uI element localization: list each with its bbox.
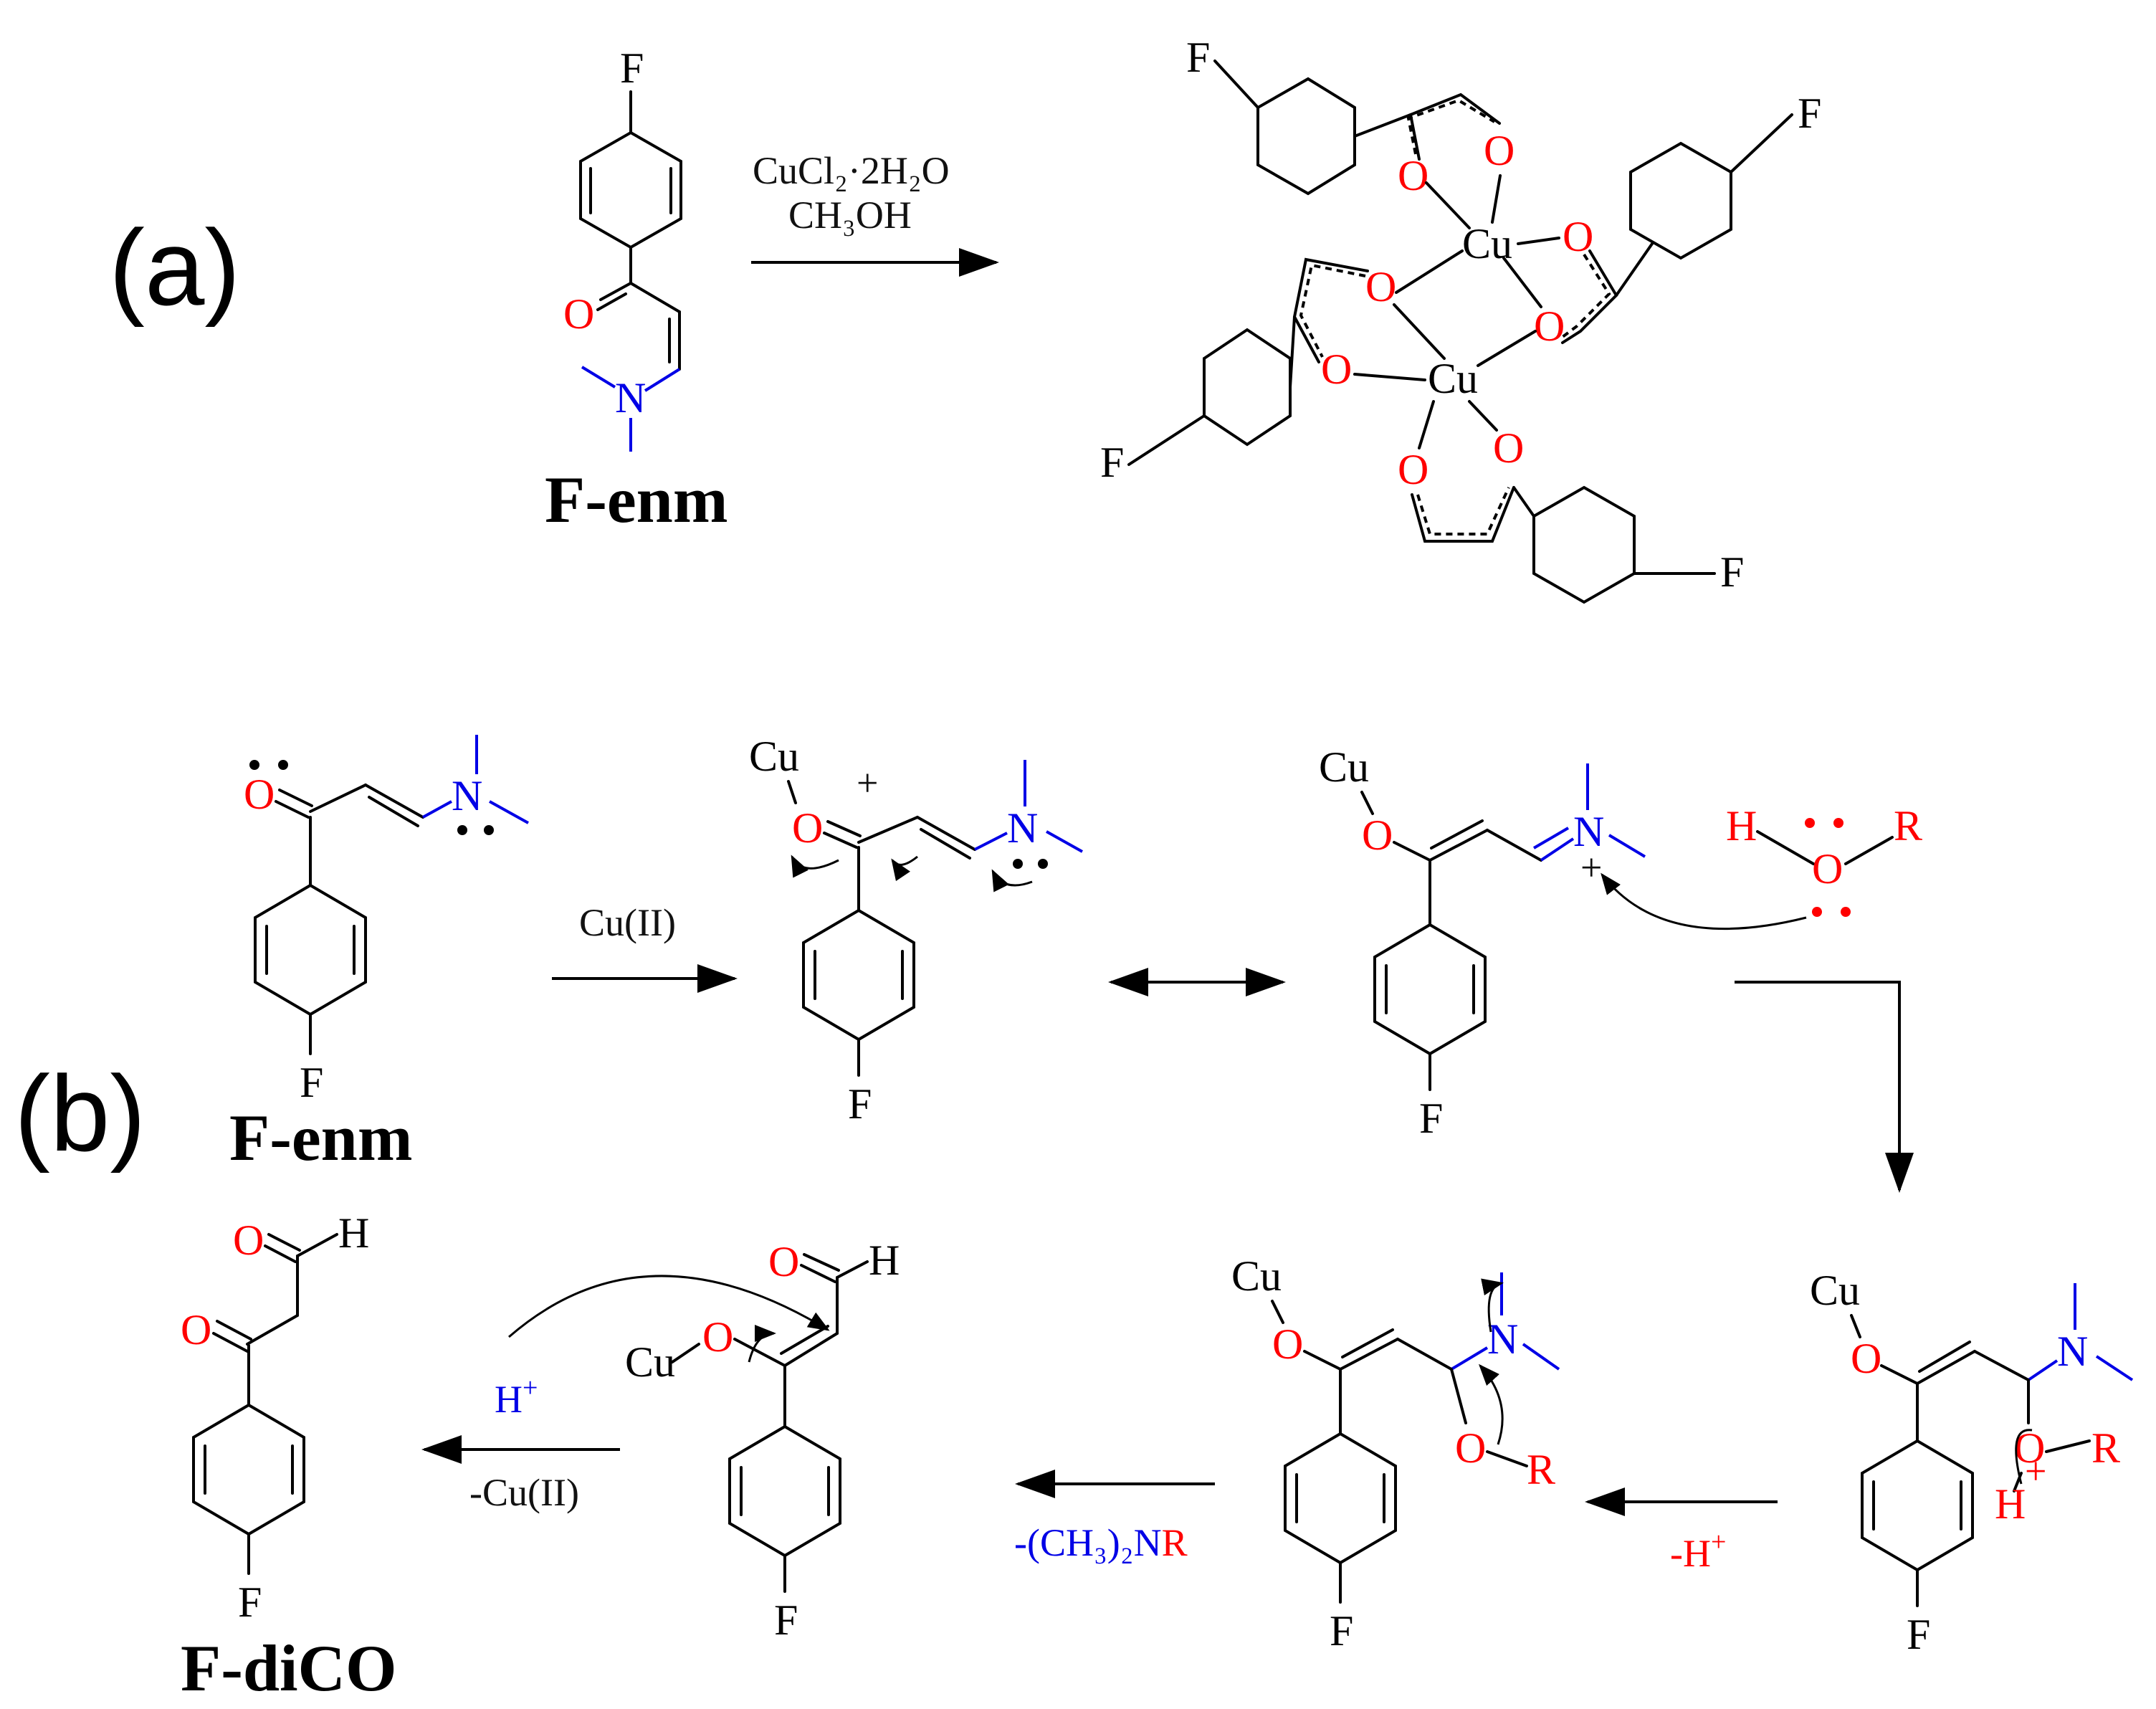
r-group: R [1894, 802, 1922, 849]
fluorine-atom: F [1186, 34, 1210, 81]
oxygen: O [1493, 424, 1524, 472]
oxonium-intermediate: Cu O N O R + H F [1810, 1267, 2134, 1658]
oxygen: O [2014, 1424, 2045, 1472]
oxygen: O [1851, 1335, 1881, 1382]
oxygen: O [1321, 346, 1352, 393]
step-cu-loss: -Cu(II) [469, 1471, 579, 1514]
positive-charge: + [2025, 1449, 2046, 1493]
reaction-arrow-down [1735, 981, 1914, 1193]
oxygen: O [1272, 1320, 1303, 1368]
nitrogen: N [1007, 804, 1038, 852]
positive-charge: + [857, 761, 878, 804]
iminium-intermediate: Cu O N + F [1319, 743, 1646, 1142]
fluorine-atom: F [238, 1579, 262, 1626]
oxygen: O [1455, 1424, 1486, 1472]
oxygen: O [792, 804, 823, 852]
cu-enolate-aldehyde: O H Cu O F [508, 1237, 900, 1644]
step-minus-h: -H+ [1670, 1527, 1726, 1575]
carbonyl-oxygen: O [563, 290, 594, 338]
fluorine-atom: F [620, 44, 644, 92]
oxygen: O [1398, 446, 1428, 493]
fluorine-atom: F [848, 1080, 872, 1128]
copper-atom-2: Cu [1428, 355, 1478, 402]
aldehyde-oxygen: O [233, 1217, 264, 1264]
copper-atom: Cu [625, 1338, 675, 1386]
f-enm-structure-a: F O N [563, 44, 682, 452]
reagent-cu-ii: Cu(II) [579, 901, 676, 944]
reagent-ch3oh: CH₃OH [788, 194, 912, 237]
f-enm-label-a: F-enm [545, 463, 728, 536]
f-dico-structure: O H O F [181, 1209, 369, 1626]
f-dico-label: F-diCO [181, 1632, 397, 1705]
fluorine-atom: F [774, 1596, 798, 1644]
alcohol-nucleophile: H O R [1601, 802, 1922, 930]
f-enm-label-b: F-enm [229, 1101, 412, 1174]
copper-atom: Cu [1319, 743, 1369, 791]
hydrogen: H [1995, 1480, 2026, 1528]
step-amine-loss: -(CH₃)₂NR [1014, 1521, 1188, 1564]
fluorine-atom: F [1720, 548, 1744, 596]
reagent-cucl2: CuCl₂·2H₂O [753, 149, 950, 192]
oxygen: O [1484, 127, 1515, 174]
hydrogen: H [1726, 802, 1757, 849]
nitrogen: N [2057, 1328, 2088, 1375]
f-enm-structure-b: O N F [244, 735, 529, 1106]
fluorine-atom: F [1330, 1607, 1353, 1655]
nitrogen: N [1573, 808, 1604, 855]
cu-coordinated-intermediate: Cu + O N F [749, 733, 1083, 1128]
carbonyl-oxygen: O [244, 771, 275, 818]
step-protonation: H+ [495, 1373, 538, 1421]
amine-nitrogen: N [452, 772, 482, 819]
panel-a-label: (a) [109, 207, 240, 328]
fluorine-atom: F [1798, 90, 1821, 137]
hemiaminal-ether-intermediate: Cu O N O R F [1231, 1252, 1560, 1655]
oxygen: O [1563, 213, 1593, 260]
amine-nitrogen: N [615, 374, 646, 422]
hydrogen: H [869, 1237, 900, 1284]
copper-atom: Cu [1810, 1267, 1860, 1314]
panel-b-label: (b) [14, 1053, 146, 1174]
r-group: R [2091, 1424, 2120, 1472]
aldehyde-oxygen: O [768, 1238, 799, 1285]
oxygen: O [1365, 263, 1396, 310]
fluorine-atom: F [300, 1059, 323, 1106]
fluorine-atom: F [1907, 1611, 1930, 1658]
copper-dimer-complex: Cu Cu O O O O O O O O F F [1100, 34, 1821, 604]
nitrogen: N [1487, 1315, 1518, 1363]
oxygen: O [1812, 845, 1843, 892]
oxygen: O [1398, 152, 1428, 199]
hydrogen: H [338, 1209, 369, 1257]
ketone-oxygen: O [181, 1306, 211, 1353]
oxygen: O [1534, 303, 1565, 350]
oxygen: O [702, 1313, 733, 1361]
oxygen: O [1362, 811, 1393, 859]
fluorine-atom: F [1419, 1095, 1443, 1142]
r-group: R [1527, 1446, 1555, 1493]
copper-atom: Cu [749, 733, 799, 780]
fluorine-atom: F [1100, 439, 1124, 486]
copper-atom: Cu [1231, 1252, 1282, 1300]
positive-charge: + [1580, 846, 1602, 889]
